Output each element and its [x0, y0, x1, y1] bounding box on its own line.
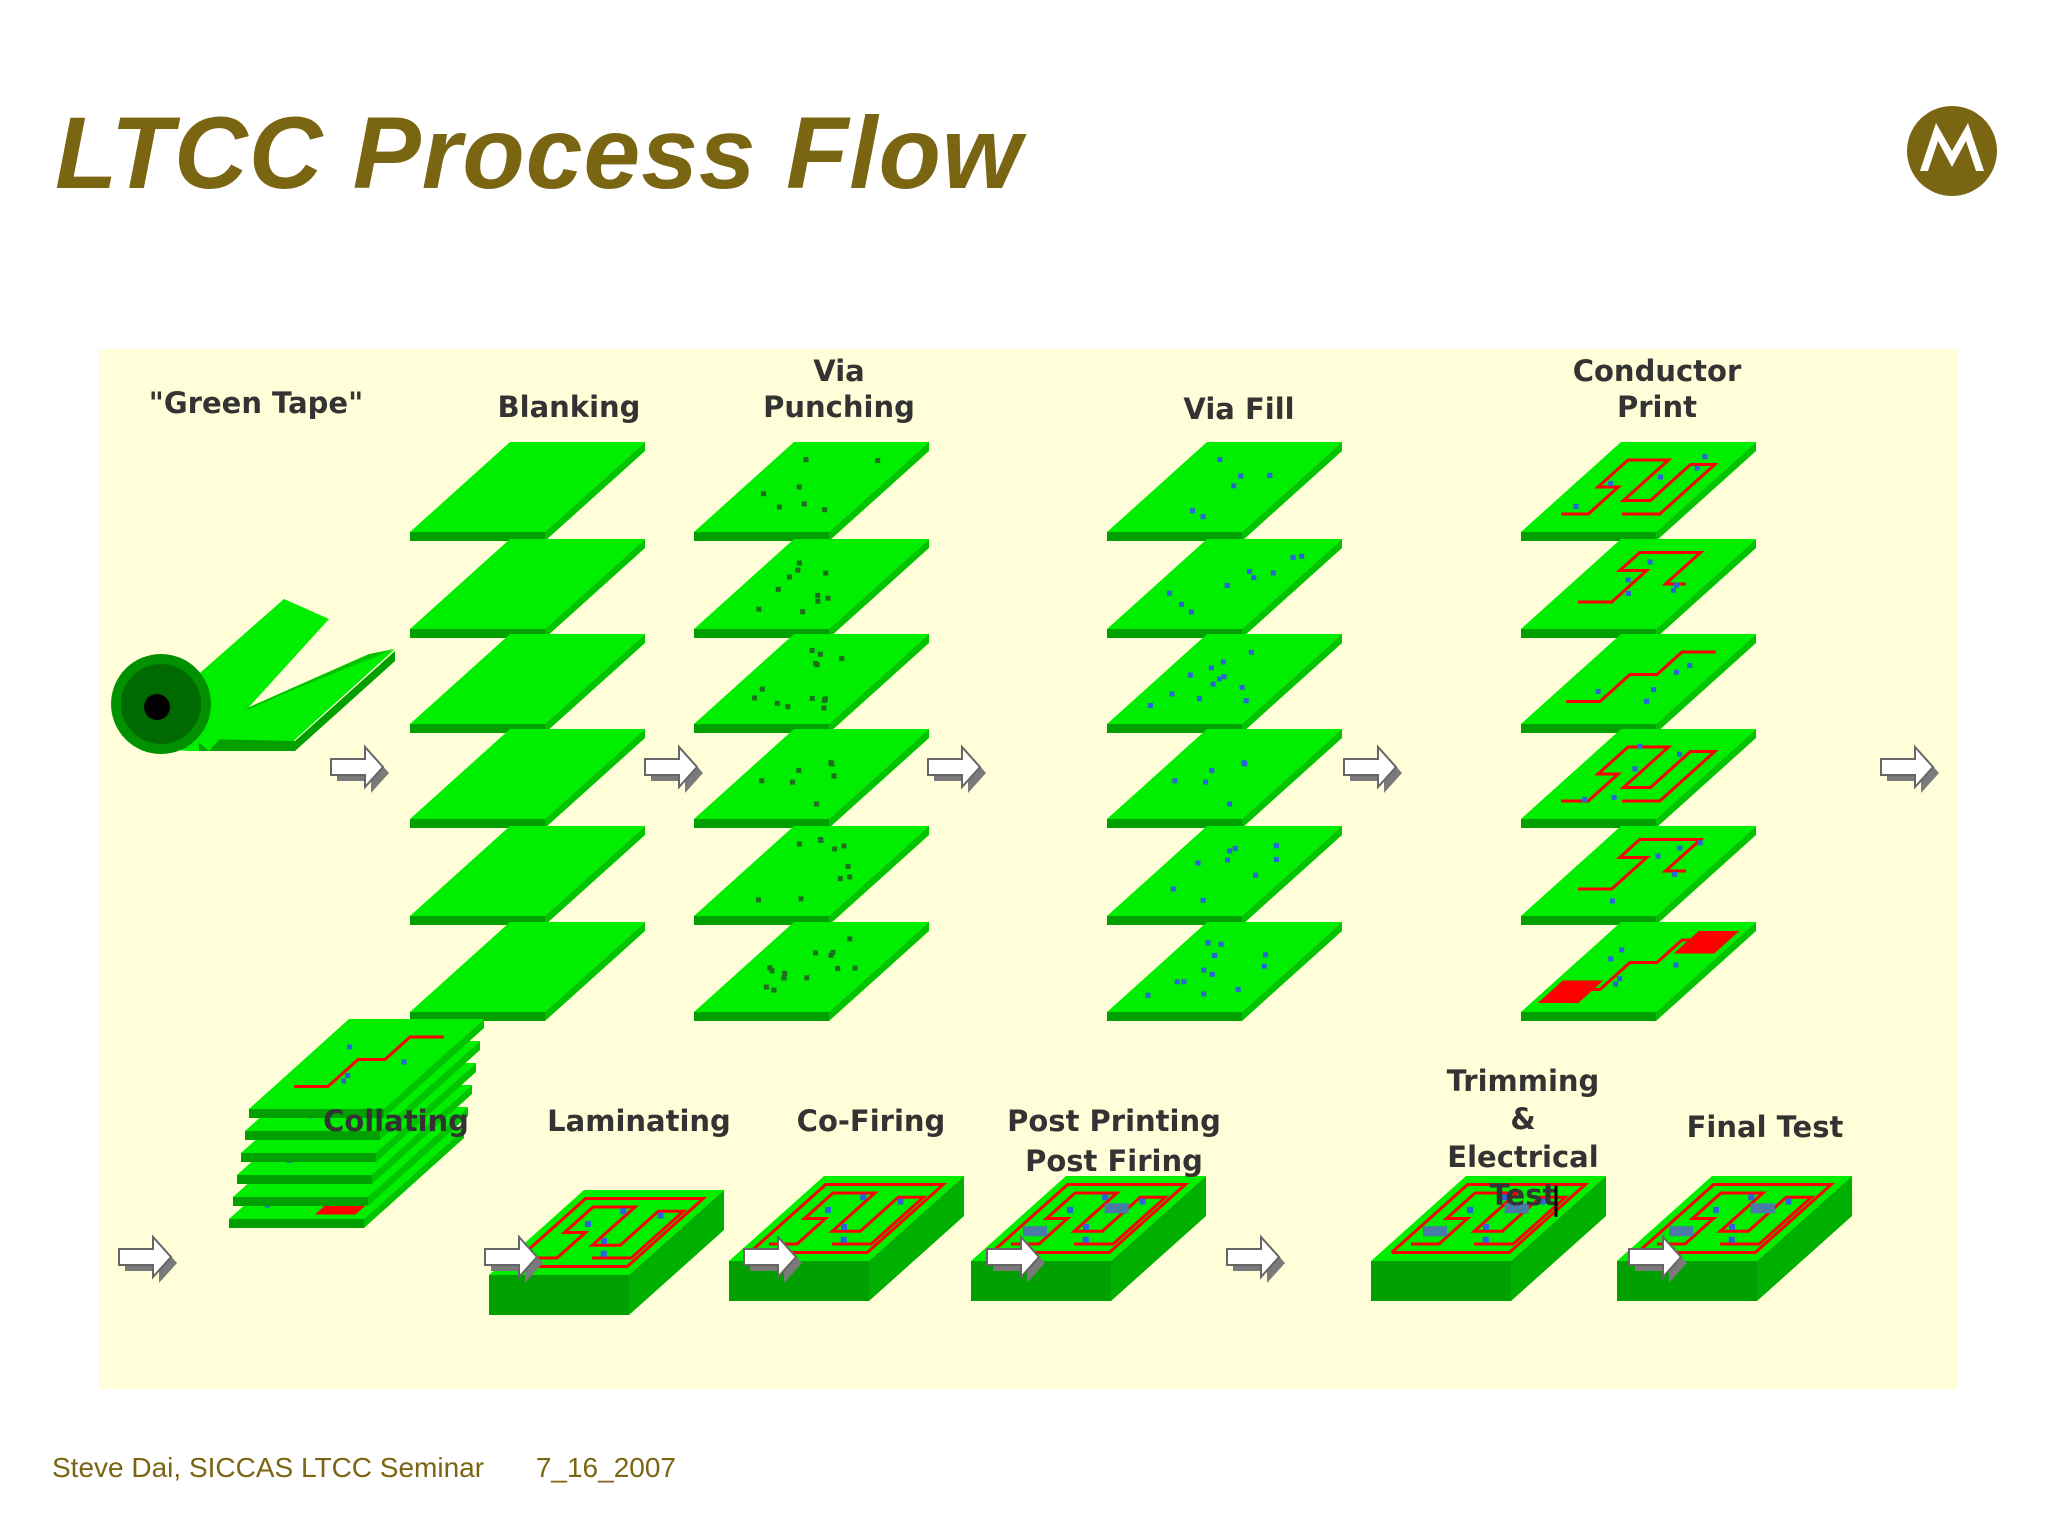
green-sheet-icon: [1107, 922, 1342, 1021]
arrow-right-icon: [1880, 744, 1939, 793]
footer-date: 7_16_2007: [535, 1452, 676, 1483]
step-label-post-printing: Post Firing: [1025, 1144, 1203, 1178]
arrow-right-icon: [644, 744, 703, 793]
arrow-right-icon: [1343, 744, 1402, 793]
footer-author-event: Steve Dai, SICCAS LTCC Seminar: [52, 1452, 485, 1483]
arrow-right-icon: [484, 1234, 543, 1283]
green-sheet-icon: [694, 442, 929, 541]
green-sheet-icon: [1107, 826, 1342, 925]
laminated-block-icon: [489, 1190, 724, 1315]
green-sheet-icon: [1521, 922, 1756, 1021]
green-sheet-icon: [410, 539, 645, 638]
step-label-laminating: Laminating: [547, 1104, 731, 1138]
step-label-trimming: Test: [1490, 1178, 1557, 1212]
step-label-co-firing: Co-Firing: [797, 1104, 946, 1138]
slide-title: LTCC Process Flow: [55, 96, 1023, 210]
step-label-final-test: Final Test: [1687, 1110, 1844, 1144]
arrow-right-icon: [1628, 1234, 1687, 1283]
green-sheet-icon: [249, 1019, 484, 1118]
green-sheet-icon: [410, 634, 645, 733]
green-sheet-icon: [1521, 442, 1756, 541]
step-label-via-punching: Punching: [763, 390, 915, 424]
tape-roll-icon: [111, 599, 395, 754]
step-label-conductor-print: Conductor: [1573, 354, 1742, 388]
green-sheet-icon: [1107, 442, 1342, 541]
green-sheet-icon: [410, 442, 645, 541]
arrow-right-icon: [118, 1234, 177, 1283]
green-sheet-icon: [694, 729, 929, 828]
step-label-conductor-print: Print: [1617, 390, 1697, 424]
green-sheet-icon: [1521, 729, 1756, 828]
step-label-via-punching: Via: [813, 354, 864, 388]
arrow-right-icon: [927, 744, 986, 793]
green-sheet-icon: [410, 729, 645, 828]
green-sheet-icon: [1521, 634, 1756, 733]
green-sheet-icon: [694, 634, 929, 733]
laminated-block-icon: [971, 1176, 1206, 1301]
step-label-trimming: &: [1510, 1102, 1535, 1136]
green-sheet-icon: [410, 826, 645, 925]
green-sheet-icon: [1521, 539, 1756, 638]
step-label-collating: Collating: [323, 1104, 469, 1138]
arrow-right-icon: [743, 1234, 802, 1283]
green-sheet-icon: [1521, 826, 1756, 925]
green-sheet-icon: [694, 922, 929, 1021]
green-sheet-icon: [410, 922, 645, 1021]
laminated-block-icon: [729, 1176, 964, 1301]
step-label-blanking: Blanking: [498, 390, 641, 424]
step-label-via-fill: Via Fill: [1183, 392, 1294, 426]
step-label-green-tape: "Green Tape": [149, 386, 363, 420]
green-sheet-icon: [694, 826, 929, 925]
step-label-trimming: Trimming: [1447, 1064, 1600, 1098]
laminated-block-icon: [1617, 1176, 1852, 1301]
green-sheet-icon: [1107, 729, 1342, 828]
arrow-right-icon: [330, 744, 389, 793]
arrow-right-icon: [986, 1234, 1045, 1283]
green-sheet-icon: [1107, 539, 1342, 638]
green-sheet-icon: [1107, 634, 1342, 733]
motorola-logo-icon: [1906, 105, 1998, 197]
step-label-trimming: Electrical: [1447, 1140, 1598, 1174]
arrow-right-icon: [1226, 1234, 1285, 1283]
laminated-block-icon: [1371, 1176, 1606, 1301]
step-label-post-printing: Post Printing: [1007, 1104, 1221, 1138]
green-sheet-icon: [694, 539, 929, 638]
footer: Steve Dai, SICCAS LTCC Seminar 7_16_2007: [52, 1452, 676, 1484]
